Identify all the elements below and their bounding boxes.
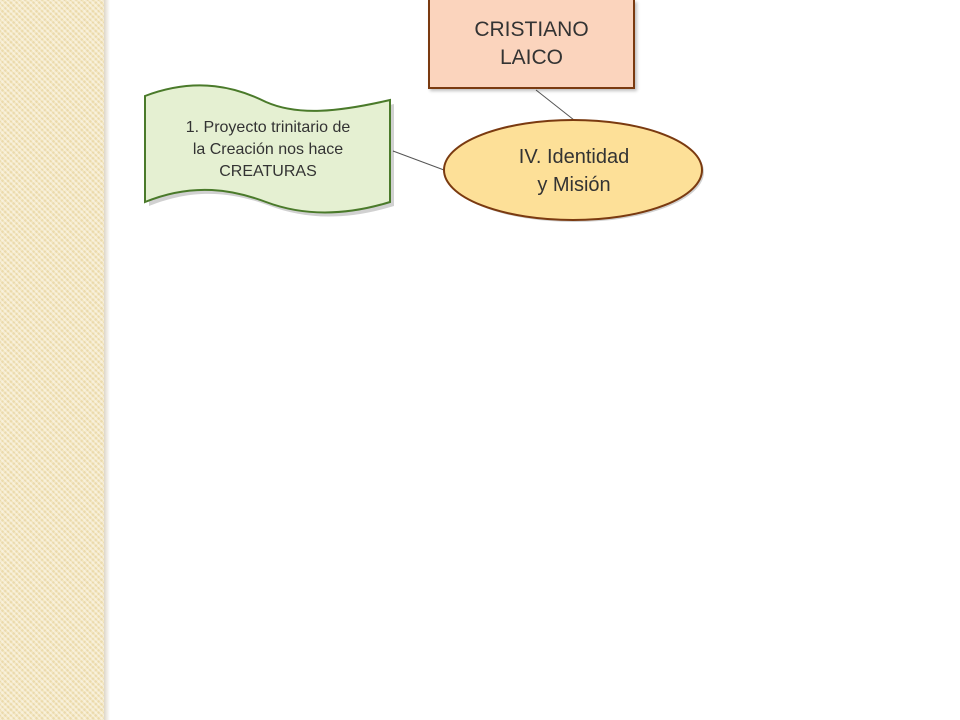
node-cristiano-laico-label: CRISTIANO LAICO <box>474 17 589 69</box>
ellipse-shape <box>443 119 704 222</box>
connector-identidad-to-proyecto <box>392 150 445 171</box>
side-band-shadow <box>104 0 110 720</box>
node-identidad-mision[interactable]: IV. Identidad y Misión <box>442 118 706 224</box>
node-proyecto-trinitario-label: 1. Proyecto trinitario de la Creación no… <box>185 119 351 180</box>
node-cristiano-laico[interactable]: CRISTIANO LAICO <box>428 0 635 89</box>
node-identidad-mision-label: IV. Identidad y Misión <box>518 146 630 196</box>
wave-flag-shape <box>144 84 394 217</box>
connector-cristiano-to-identidad <box>535 89 575 121</box>
decorative-side-band <box>0 0 104 720</box>
node-proyecto-trinitario[interactable]: 1. Proyecto trinitario de la Creación no… <box>140 84 396 220</box>
